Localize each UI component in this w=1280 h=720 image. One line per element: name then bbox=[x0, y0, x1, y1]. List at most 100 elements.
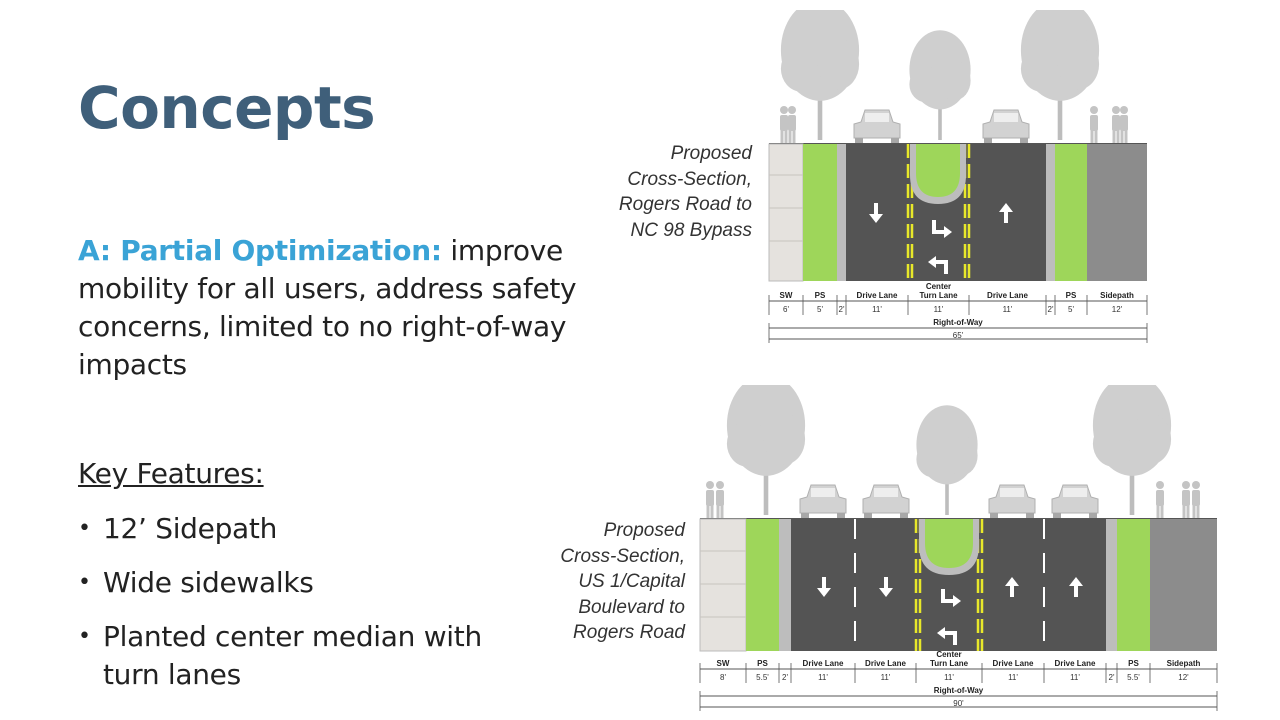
segment-label: Drive Lane bbox=[993, 659, 1034, 668]
segment-width: 11' bbox=[1003, 305, 1013, 314]
curb bbox=[1046, 144, 1055, 281]
caption-line: Rogers Road to bbox=[618, 194, 752, 215]
segment-label: Drive Lane bbox=[803, 659, 844, 668]
segment-width: 2' bbox=[1109, 673, 1115, 682]
segment-width: 11' bbox=[881, 673, 891, 682]
concept-label: A: Partial Optimization: bbox=[78, 234, 442, 267]
pedestrian-icon bbox=[1120, 106, 1128, 144]
caption-line: Cross-Section, bbox=[627, 168, 752, 190]
planting-strip bbox=[1055, 144, 1087, 281]
pedestrian-icon bbox=[1156, 481, 1164, 519]
pedestrian-icon bbox=[716, 481, 724, 519]
arrow-down-icon bbox=[817, 577, 831, 597]
segment-label: Drive Lane bbox=[1055, 659, 1096, 668]
cross-section-caption-2: Proposed Cross-Section, US 1/Capital Bou… bbox=[530, 518, 685, 646]
sidewalk bbox=[768, 143, 804, 282]
arrow-up-icon bbox=[1069, 577, 1083, 597]
row-width: 65' bbox=[953, 331, 964, 340]
car-icon bbox=[862, 484, 910, 519]
caption-line: Proposed bbox=[603, 520, 685, 541]
row-label: Right-of-Way bbox=[934, 686, 984, 695]
sidewalk bbox=[699, 518, 747, 652]
pedestrian-icon bbox=[788, 106, 796, 144]
arrow-down-icon bbox=[869, 203, 883, 223]
car-icon bbox=[799, 484, 847, 519]
car-icon bbox=[1051, 484, 1099, 519]
tree-icon bbox=[780, 10, 860, 140]
segment-width: 11' bbox=[872, 305, 882, 314]
segment-width: 5' bbox=[817, 305, 823, 314]
turn-arrow-icon bbox=[941, 589, 957, 645]
tree-icon bbox=[1092, 385, 1172, 515]
turn-arrow-head bbox=[953, 595, 961, 607]
arrow-up-icon bbox=[999, 203, 1013, 223]
concept-description: A: Partial Optimization: improve mobilit… bbox=[78, 232, 598, 384]
cross-section-caption-1: Proposed Cross-Section, Rogers Road to N… bbox=[596, 141, 752, 243]
segment-width: 2' bbox=[839, 305, 845, 314]
row-label: Right-of-Way bbox=[933, 318, 983, 327]
segment-label: PS bbox=[757, 659, 768, 668]
segment-width: 8' bbox=[720, 673, 726, 682]
car-icon bbox=[982, 109, 1030, 144]
segment-label: SW bbox=[780, 291, 793, 300]
key-features-heading: Key Features: bbox=[78, 457, 264, 490]
pedestrian-icon bbox=[1182, 481, 1190, 519]
pedestrian-icon bbox=[1090, 106, 1098, 144]
segment-label: PS bbox=[1128, 659, 1139, 668]
segment-width: 11' bbox=[1070, 673, 1080, 682]
planting-strip bbox=[803, 144, 837, 281]
segment-label: PS bbox=[815, 291, 826, 300]
sidepath bbox=[1150, 519, 1217, 651]
segment-label: Sidepath bbox=[1167, 659, 1201, 668]
segment-label: Center bbox=[926, 282, 951, 291]
turn-arrow-head bbox=[937, 627, 945, 639]
segment-label: Center bbox=[936, 650, 961, 659]
tree-icon bbox=[909, 30, 971, 140]
page-title: Concepts bbox=[78, 74, 376, 142]
segment-label: Drive Lane bbox=[987, 291, 1028, 300]
list-item: Planted center median with turn lanes bbox=[78, 618, 518, 694]
planted-median bbox=[916, 144, 960, 197]
turn-arrow-icon bbox=[932, 220, 948, 274]
planting-strip bbox=[746, 519, 779, 651]
curb bbox=[1106, 519, 1117, 651]
segment-width: 11' bbox=[944, 673, 954, 682]
segment-width: 5' bbox=[1068, 305, 1074, 314]
segment-width: 2' bbox=[1048, 305, 1054, 314]
list-item: Wide sidewalks bbox=[78, 564, 518, 602]
caption-line: US 1/Capital bbox=[578, 571, 685, 592]
segment-width: 5.5' bbox=[1127, 673, 1140, 682]
caption-line: Cross-Section, bbox=[560, 545, 685, 567]
tree-icon bbox=[1020, 10, 1100, 140]
car-icon bbox=[988, 484, 1036, 519]
curb bbox=[837, 144, 846, 281]
segment-label: Drive Lane bbox=[865, 659, 906, 668]
segment-width: 11' bbox=[934, 305, 944, 314]
turn-arrow-head bbox=[928, 256, 936, 268]
segment-label: Turn Lane bbox=[930, 659, 969, 668]
planted-median bbox=[925, 519, 973, 568]
list-item: 12’ Sidepath bbox=[78, 510, 518, 548]
key-features-list: 12’ Sidepath Wide sidewalks Planted cent… bbox=[78, 510, 518, 710]
turn-arrow-head bbox=[944, 226, 952, 238]
segment-width: 5.5' bbox=[756, 673, 769, 682]
segment-label: SW bbox=[717, 659, 730, 668]
row-width: 90' bbox=[953, 699, 964, 708]
caption-line: NC 98 Bypass bbox=[630, 219, 752, 241]
planting-strip bbox=[1117, 519, 1150, 651]
sidepath bbox=[1087, 144, 1147, 281]
caption-line: Rogers Road bbox=[573, 622, 685, 643]
segment-width: 12' bbox=[1112, 305, 1123, 314]
car-icon bbox=[853, 109, 901, 144]
pedestrian-icon bbox=[1112, 106, 1120, 144]
arrow-up-icon bbox=[1005, 577, 1019, 597]
segment-label: PS bbox=[1066, 291, 1077, 300]
segment-width: 2' bbox=[782, 673, 788, 682]
segment-width: 12' bbox=[1178, 673, 1189, 682]
caption-line: Proposed bbox=[670, 143, 752, 164]
concept-text: improve mobility for all users, address … bbox=[78, 234, 577, 381]
segment-label: Sidepath bbox=[1100, 291, 1134, 300]
pedestrian-icon bbox=[706, 481, 714, 519]
pedestrian-icon bbox=[780, 106, 788, 144]
segment-width: 11' bbox=[1008, 673, 1018, 682]
